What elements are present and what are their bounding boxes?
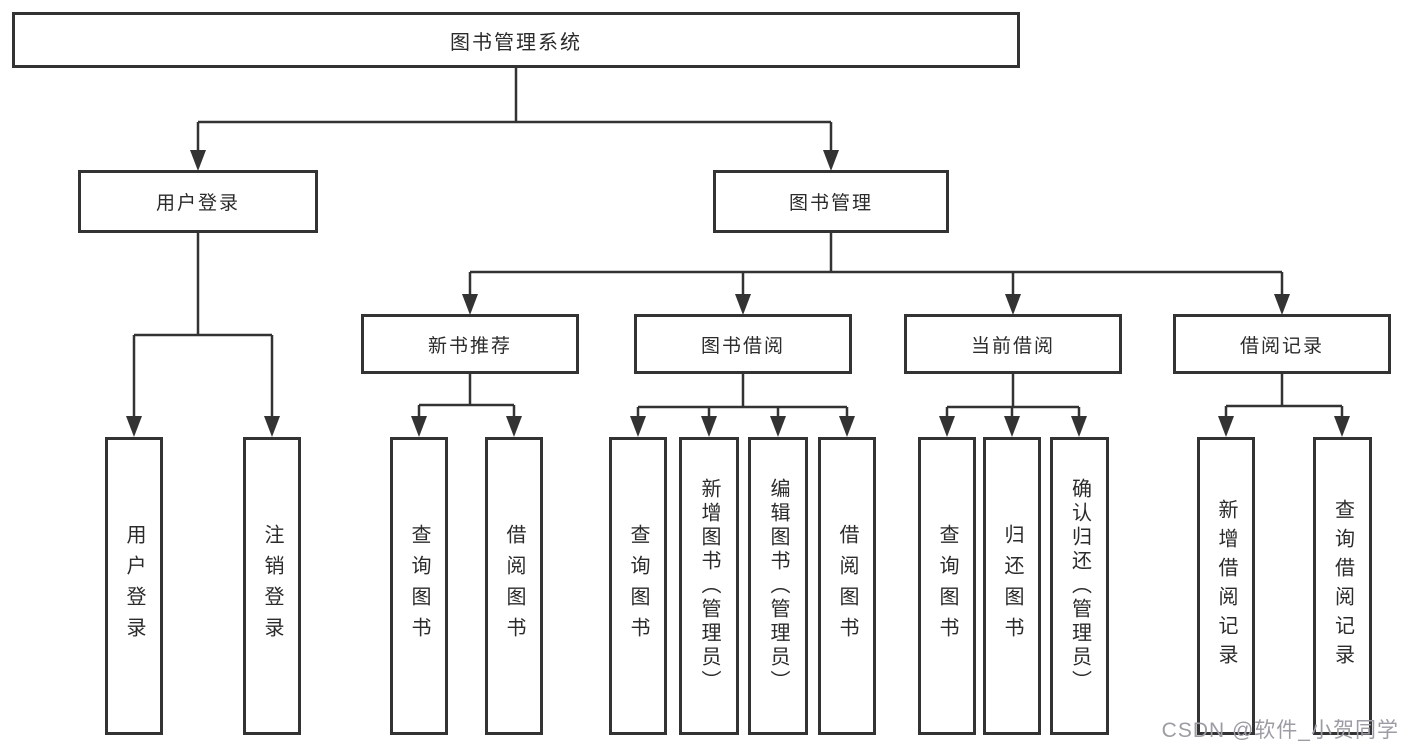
connector-current-leaves (945, 374, 1081, 420)
node-label: 图书管理系统 (450, 31, 582, 54)
node-system-root: 图书管理系统 (12, 12, 1020, 68)
node-label: 用户登录 (155, 193, 240, 214)
leaf-logout: 注销登录 (243, 437, 301, 735)
leaf-query-books-borrow: 查询图书 (609, 437, 667, 735)
arrowheads-level2 (190, 150, 839, 171)
arrowheads-leaves (126, 416, 1350, 437)
leaf-confirm-return-admin: 确认归还（管理员） (1050, 437, 1109, 735)
connector-newbook-leaves (417, 374, 516, 420)
leaf-label: 借阅图书 (836, 524, 858, 648)
csdn-watermark: CSDN @软件_小贺同学 (1161, 719, 1399, 742)
leaf-query-books-current: 查询图书 (918, 437, 976, 735)
leaf-query-books-recommend: 查询图书 (390, 437, 448, 735)
node-label: 图书借阅 (700, 335, 785, 357)
connector-root-to-level2 (196, 68, 833, 153)
leaf-label: 注销登录 (261, 524, 283, 648)
arrowheads-level3 (462, 294, 1290, 315)
leaf-label: 借阅图书 (503, 524, 525, 648)
connector-bookmgmt-to-level3 (468, 233, 1284, 297)
leaf-add-books-admin: 新增图书（管理员） (679, 437, 739, 735)
node-book-borrowing: 图书借阅 (634, 314, 852, 374)
leaf-label: 查询图书 (936, 524, 958, 648)
node-user-login-module: 用户登录 (78, 170, 318, 233)
node-label: 当前借阅 (970, 335, 1055, 357)
leaf-query-borrow-record: 查询借阅记录 (1313, 437, 1372, 735)
connector-userlogin-leaves (132, 233, 274, 420)
leaf-label: 编辑图书（管理员） (767, 478, 789, 694)
node-new-book-recommend: 新书推荐 (361, 314, 579, 374)
leaf-label: 确认归还（管理员） (1068, 478, 1091, 694)
node-borrowing-records: 借阅记录 (1173, 314, 1391, 374)
leaf-label: 归还图书 (1001, 524, 1023, 648)
leaf-borrow-books: 借阅图书 (818, 437, 876, 735)
leaf-label: 查询图书 (408, 524, 430, 648)
leaf-edit-books-admin: 编辑图书（管理员） (748, 437, 808, 735)
node-label: 借阅记录 (1239, 335, 1324, 357)
leaf-user-login: 用户登录 (105, 437, 163, 735)
connector-borrow-leaves (636, 374, 849, 420)
node-label: 图书管理 (788, 193, 873, 214)
leaf-label: 新增图书（管理员） (698, 478, 720, 694)
leaf-add-borrow-record: 新增借阅记录 (1197, 437, 1255, 735)
node-label: 新书推荐 (427, 335, 512, 357)
leaf-borrow-books-recommend: 借阅图书 (485, 437, 543, 735)
leaf-label: 新增借阅记录 (1215, 499, 1237, 673)
leaf-label: 查询图书 (627, 524, 649, 648)
node-current-borrowing: 当前借阅 (904, 314, 1122, 374)
leaf-return-books: 归还图书 (983, 437, 1041, 735)
leaf-label: 用户登录 (123, 524, 145, 648)
node-book-management-module: 图书管理 (713, 170, 949, 233)
connector-records-leaves (1224, 374, 1344, 420)
leaf-label: 查询借阅记录 (1331, 499, 1354, 673)
